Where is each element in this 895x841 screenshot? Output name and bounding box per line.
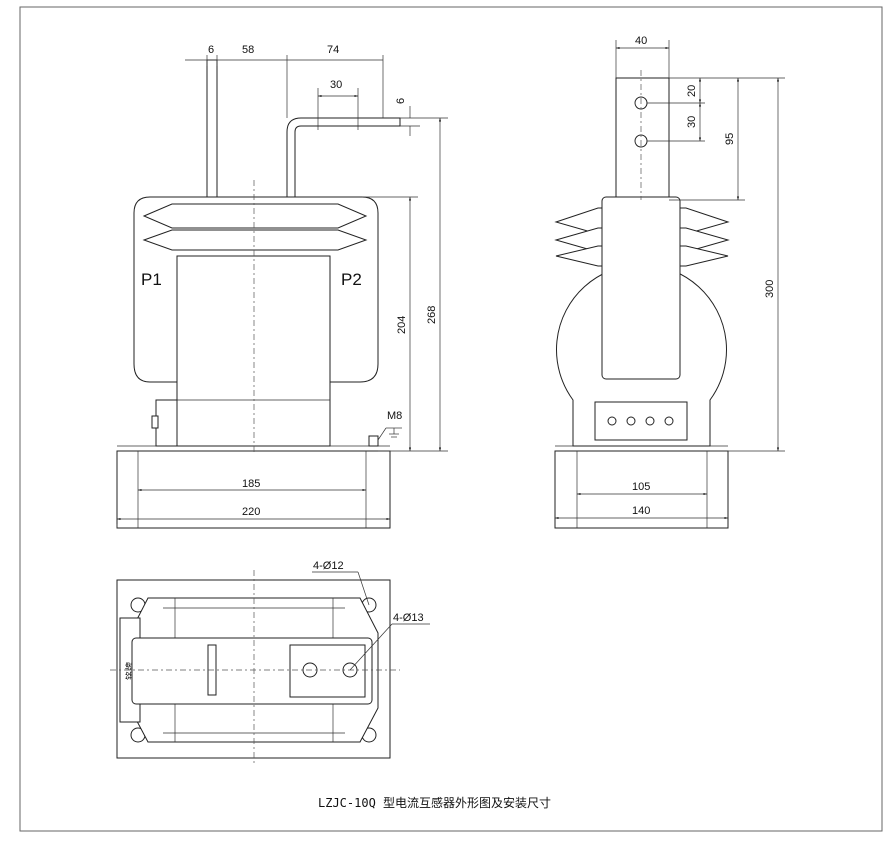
terminal-label-p1: P1 [141,270,162,289]
front-shed-2 [142,229,368,251]
terminal-label-p2: P2 [341,270,362,289]
front-shed-1 [142,203,368,229]
dim-side-bar-width: 40 [635,35,647,47]
label-base-holes: 4-Ø12 [313,560,344,572]
front-bar-right [286,117,401,198]
dim-front-body-height: 204 [396,316,408,334]
dim-front-arm-thickness: 6 [395,98,407,104]
dim-side-total-height: 300 [764,280,776,298]
ground-label: M8 [387,410,402,422]
dim-side-hole-spacing: 30 [686,116,698,128]
label-terminal-holes: 4-Ø13 [393,612,424,624]
dim-front-mount-spacing: 185 [242,478,260,490]
front-bar-left [206,59,218,198]
dim-side-base-width: 140 [632,505,650,517]
side-base [554,450,729,529]
nameplate-text: 铭牌 [124,662,135,680]
side-column [601,196,681,380]
dim-front-base-width: 220 [242,506,260,518]
front-core [176,255,331,447]
dim-front-total-height: 268 [426,306,438,324]
front-view: M8 P1 P2 6 58 74 30 6 204 268 185 [116,44,448,529]
dim-front-bar-arm: 74 [327,44,339,56]
dim-front-bar-thickness: 6 [208,44,214,56]
top-view: 铭牌 4-Ø12 4-Ø13 [110,560,430,765]
dim-side-bar-height: 95 [724,133,736,145]
drawing-caption: LZJC-10Q 型电流互感器外形图及安装尺寸 [318,795,551,810]
dim-side-mount-spacing: 105 [632,481,650,493]
page-frame [19,6,883,832]
dim-front-bar-span: 58 [242,44,254,56]
side-view: 40 20 30 95 300 105 140 [554,35,785,529]
dim-side-hole-offset: 20 [686,85,698,97]
dim-front-hole-spacing: 30 [330,79,342,91]
